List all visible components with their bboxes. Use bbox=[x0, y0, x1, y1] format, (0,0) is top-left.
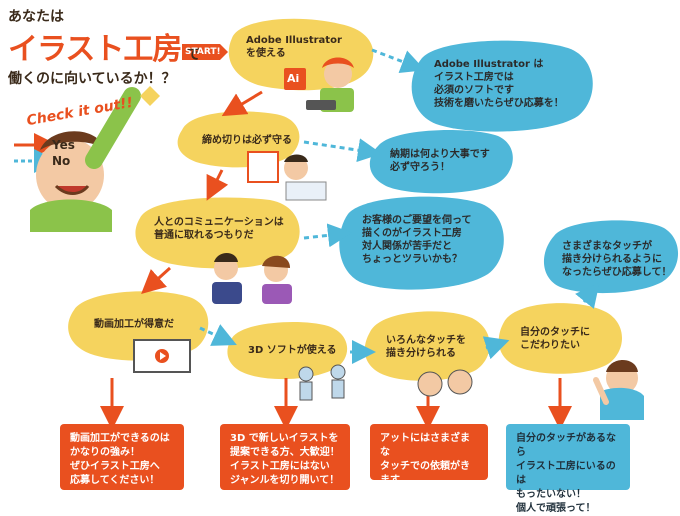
start-label: START! bbox=[185, 47, 221, 57]
ai-logo-icon: Ai bbox=[287, 72, 300, 85]
question-4: 動画加工が得意だ bbox=[94, 319, 174, 330]
title-line1: あなたは bbox=[8, 9, 64, 25]
n3-bubble bbox=[339, 196, 504, 290]
yes-q1-q2 bbox=[221, 90, 263, 117]
start-banner bbox=[182, 44, 228, 60]
illustrator-person-illustration bbox=[284, 57, 354, 112]
yes-q3-q4 bbox=[141, 266, 172, 295]
q5-bubble bbox=[227, 322, 348, 380]
raising-hand-person-illustration bbox=[593, 360, 644, 420]
title-block: あなたは イラスト工房 で 働くのに向いているか！？ bbox=[8, 6, 201, 88]
no-result-3: お客様のご要望を伺って 描くのがイラスト工房 対人関係が苦手だと ちょっとツラい… bbox=[362, 215, 472, 265]
q7-bubble bbox=[498, 303, 622, 374]
question-7: 自分のタッチに こだわりたい bbox=[520, 327, 590, 351]
question-bubbles bbox=[68, 18, 622, 381]
title-main: イラスト工房 bbox=[8, 32, 182, 67]
no-result-1: Adobe Illustrator は イラスト工房では 必須のソフトです 技術… bbox=[434, 59, 564, 109]
no-q4-q5 bbox=[199, 324, 237, 346]
q3-bubble bbox=[135, 197, 300, 269]
question-1: Adobe Illustrator を使える bbox=[246, 35, 342, 59]
pointing-person-illustration bbox=[30, 86, 160, 232]
no-q3-n3 bbox=[303, 223, 352, 248]
no-q1-n1 bbox=[371, 48, 426, 73]
question-5: 3D ソフトが使える bbox=[248, 345, 337, 356]
calendar-writer-illustration bbox=[247, 151, 327, 201]
yes-result-5: 3D で新しいイラストを 提案できる方、大歓迎！ イラスト工房にはない ジャンル… bbox=[220, 424, 350, 490]
no-q6-q7 bbox=[482, 336, 510, 360]
n7-bubble bbox=[543, 220, 679, 294]
question-6: いろんなタッチを 描き分けられる bbox=[386, 335, 466, 359]
video-screen-illustration bbox=[133, 339, 191, 373]
yes-result-4: 動画加工ができるのは かなりの強み！ ぜひイラスト工房へ 応募してください！ bbox=[60, 424, 184, 490]
no-result-7: さまざまなタッチが 描き分けられるように なったらぜひ応募して！ bbox=[562, 241, 672, 278]
no-q2-n2 bbox=[303, 138, 382, 163]
q6-bubble bbox=[364, 311, 490, 381]
no-result-bubbles bbox=[339, 40, 679, 294]
legend-yes-label: Yes bbox=[52, 138, 75, 152]
title-suffix: で bbox=[186, 47, 201, 63]
yes-result-7: 自分のタッチがあるなら イラスト工房にいるのは もったいない！ 個人で頑張って！ bbox=[506, 424, 630, 514]
no-result-2: 納期は何より大事です 必ず守ろう！ bbox=[390, 149, 490, 173]
yes-result-6: アットにはさまざまな タッチでの依頼がきます ぜひその腕を披露して！ bbox=[370, 424, 488, 514]
faces-illustration bbox=[417, 369, 473, 397]
question-3: 人とのコミュニケーションは 普通に取れるつもりだ bbox=[154, 217, 284, 241]
legend-no-label: No bbox=[52, 154, 71, 168]
no-q7-n7 bbox=[575, 282, 600, 309]
yes-q2-q3 bbox=[206, 169, 229, 201]
n1-bubble bbox=[411, 40, 593, 132]
title-line3: 働くのに向いているか！？ bbox=[8, 71, 176, 87]
n2-bubble bbox=[369, 130, 513, 194]
conversation-illustration bbox=[212, 253, 292, 304]
question-2: 締め切りは必ず守る bbox=[202, 135, 292, 146]
no-arrows bbox=[199, 48, 600, 430]
3d-figures-illustration bbox=[298, 364, 346, 401]
